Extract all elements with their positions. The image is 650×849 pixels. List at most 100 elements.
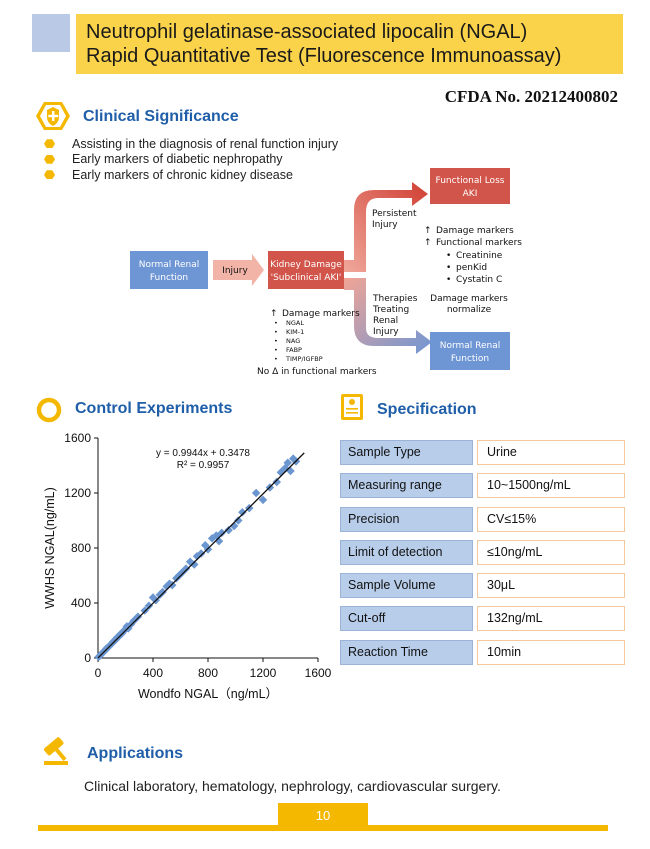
kidney-damage-label-1: Kidney Damage [270,260,342,270]
subclinical-damage-markers: Damage markers [282,309,360,319]
title-line-2: Rapid Quantitative Test (Fluorescence Im… [86,45,562,67]
scatter-point [251,488,261,498]
table-row: Limit of detection ≤10ng/mL [340,539,625,565]
control-experiments-title: Control Experiments [75,400,233,417]
spec-label: Sample Type [340,440,473,465]
x-tick-label: 0 [95,666,102,680]
table-row: Sample Type Urine [340,440,625,465]
table-row: Reaction Time 10min [340,639,625,665]
kim1-marker-label: KIM-1 [286,328,304,336]
therapy-arrow [344,278,432,354]
clinical-significance-title: Clinical Significance [83,108,239,125]
list-item: Early markers of chronic kidney disease [44,167,338,183]
damage-markers-up: Damage markers [436,226,514,236]
kidney-injury-flow-diagram: Normal Renal Function Injury Kidney Dama… [130,168,522,377]
hexagon-bullet-icon [44,139,55,149]
spec-value: CV≤15% [477,506,625,532]
hexagon-bullet-icon [44,170,55,180]
creatinine-label: Creatinine [456,251,503,261]
spec-label: Precision [340,506,473,532]
fabp-marker-label: FABP [286,346,302,354]
functional-loss-aki-box [430,168,510,204]
spec-value: 132ng/mL [477,606,625,632]
up-arrow-icon: ↑ [424,238,432,248]
ngal-marker-label: NGAL [286,319,304,327]
title-line-1: Neutrophil gelatinase-associated lipocal… [86,21,528,43]
injury-label: Injury [222,266,248,276]
up-arrow-icon: ↑ [424,226,432,236]
bullet-dot-icon: • [274,346,278,354]
spec-value: ≤10ng/mL [477,539,625,565]
spec-label: Limit of detection [340,539,473,565]
clinical-bullet-list: Assisting in the diagnosis of renal func… [44,136,338,183]
spec-value: Urine [477,440,625,465]
specification-table: Sample Type Urine Measuring range 10~150… [340,440,625,673]
scatter-point [258,495,268,505]
spec-value: 10~1500ng/mL [477,473,625,499]
table-row: Measuring range 10~1500ng/mL [340,473,625,499]
therapies-label-2: Treating [372,305,409,315]
y-axis-label: WWHS NGAL(ng/mL) [43,487,57,609]
list-item: Early markers of diabetic nephropathy [44,152,338,168]
title-banner: Neutrophil gelatinase-associated lipocal… [76,14,623,74]
bullet-dot-icon: • [446,263,451,273]
spec-label: Cut-off [340,606,473,632]
regression-equation: y = 0.9944x + 0.3478 [156,448,250,459]
certificate-icon [341,394,363,420]
control-scatter-chart: 0 400 800 1200 1600 0 400 800 1200 1600 y = 0.994… [43,431,332,701]
y-tick-label: 1600 [64,431,91,445]
persistent-label-2: Injury [372,220,398,230]
hexagon-bullet-icon [44,154,55,164]
functional-markers-up: Functional markers [436,238,522,248]
trend-line [97,452,305,659]
list-item: Assisting in the diagnosis of renal func… [44,136,338,152]
persistent-label-1: Persistent [372,209,417,219]
spec-value: 10min [477,639,625,665]
y-tick-label: 1200 [64,486,91,500]
x-tick-label: 1600 [305,666,332,680]
y-tick-label: 400 [71,596,91,610]
cfda-number: CFDA No. 20212400802 [444,87,618,106]
bullet-dot-icon: • [446,251,451,261]
chart-axes: 0 400 800 1200 1600 0 400 800 1200 1600 [64,431,331,680]
therapies-label-4: Injury [373,327,399,337]
table-row: Cut-off 132ng/mL [340,606,625,632]
therapies-label-3: Renal [373,316,398,326]
spec-label: Sample Volume [340,573,473,599]
persistent-injury-arrow [344,182,428,272]
normalize-label-2: normalize [447,305,492,315]
functional-loss-label-2: AKI [463,189,478,199]
spec-label: Measuring range [340,473,473,499]
timp-marker-label: TIMP/IGFBP [285,355,323,363]
nag-marker-label: NAG [286,337,300,345]
injury-arrow [213,254,264,286]
x-tick-label: 800 [198,666,218,680]
bullet-dot-icon: • [274,355,278,363]
up-arrow-icon: ↑ [270,309,278,319]
gavel-icon [44,737,68,765]
bullet-dot-icon: • [274,328,278,336]
r-squared-label: R² = 0.9957 [177,460,230,471]
cystatin-c-label: Cystatin C [456,275,502,285]
header-decor-square [32,14,70,52]
table-row: Sample Volume 30μL [340,573,625,599]
normal-renal-label-2: Function [150,273,188,283]
x-tick-label: 400 [143,666,163,680]
normal-renal-function-box-2 [430,332,510,370]
scatter-point [272,477,281,487]
no-delta-functional-label: No Δ in functional markers [257,367,377,377]
x-tick-label: 1200 [250,666,277,680]
penkid-label: penKid [456,263,487,273]
x-axis-label: Wondfo NGAL（ng/mL） [138,687,278,701]
bullet-dot-icon: • [446,275,451,285]
scatter-point [283,458,292,467]
y-tick-label: 800 [71,541,91,555]
therapies-label-1: Therapies [372,294,418,304]
page-number: 10 [278,803,368,828]
normal-renal2-label-1: Normal Renal [440,341,501,351]
y-tick-label: 0 [84,651,91,665]
normal-renal-label-1: Normal Renal [139,260,200,270]
applications-text: Clinical laboratory, hematology, nephrol… [84,778,501,794]
kidney-damage-label-2: 'Subclinical AKI' [271,273,342,283]
bullet-dot-icon: • [274,337,278,345]
